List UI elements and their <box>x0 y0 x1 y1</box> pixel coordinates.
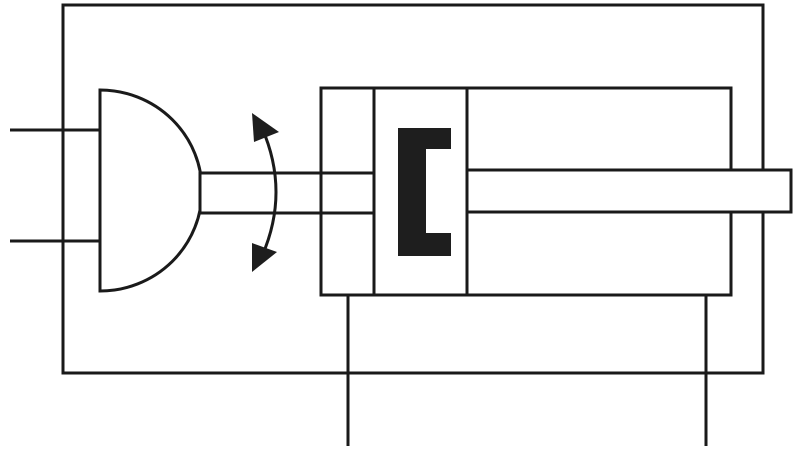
piston-rod <box>465 168 793 214</box>
semicircle-motor-icon <box>98 88 204 293</box>
drive-shaft-inner <box>319 171 376 215</box>
rotation-arrowhead-bottom-icon <box>252 243 277 272</box>
rotation-arc <box>260 127 278 257</box>
bracket-piston-icon <box>398 128 451 256</box>
rotation-arrowhead-top-icon <box>252 113 279 142</box>
